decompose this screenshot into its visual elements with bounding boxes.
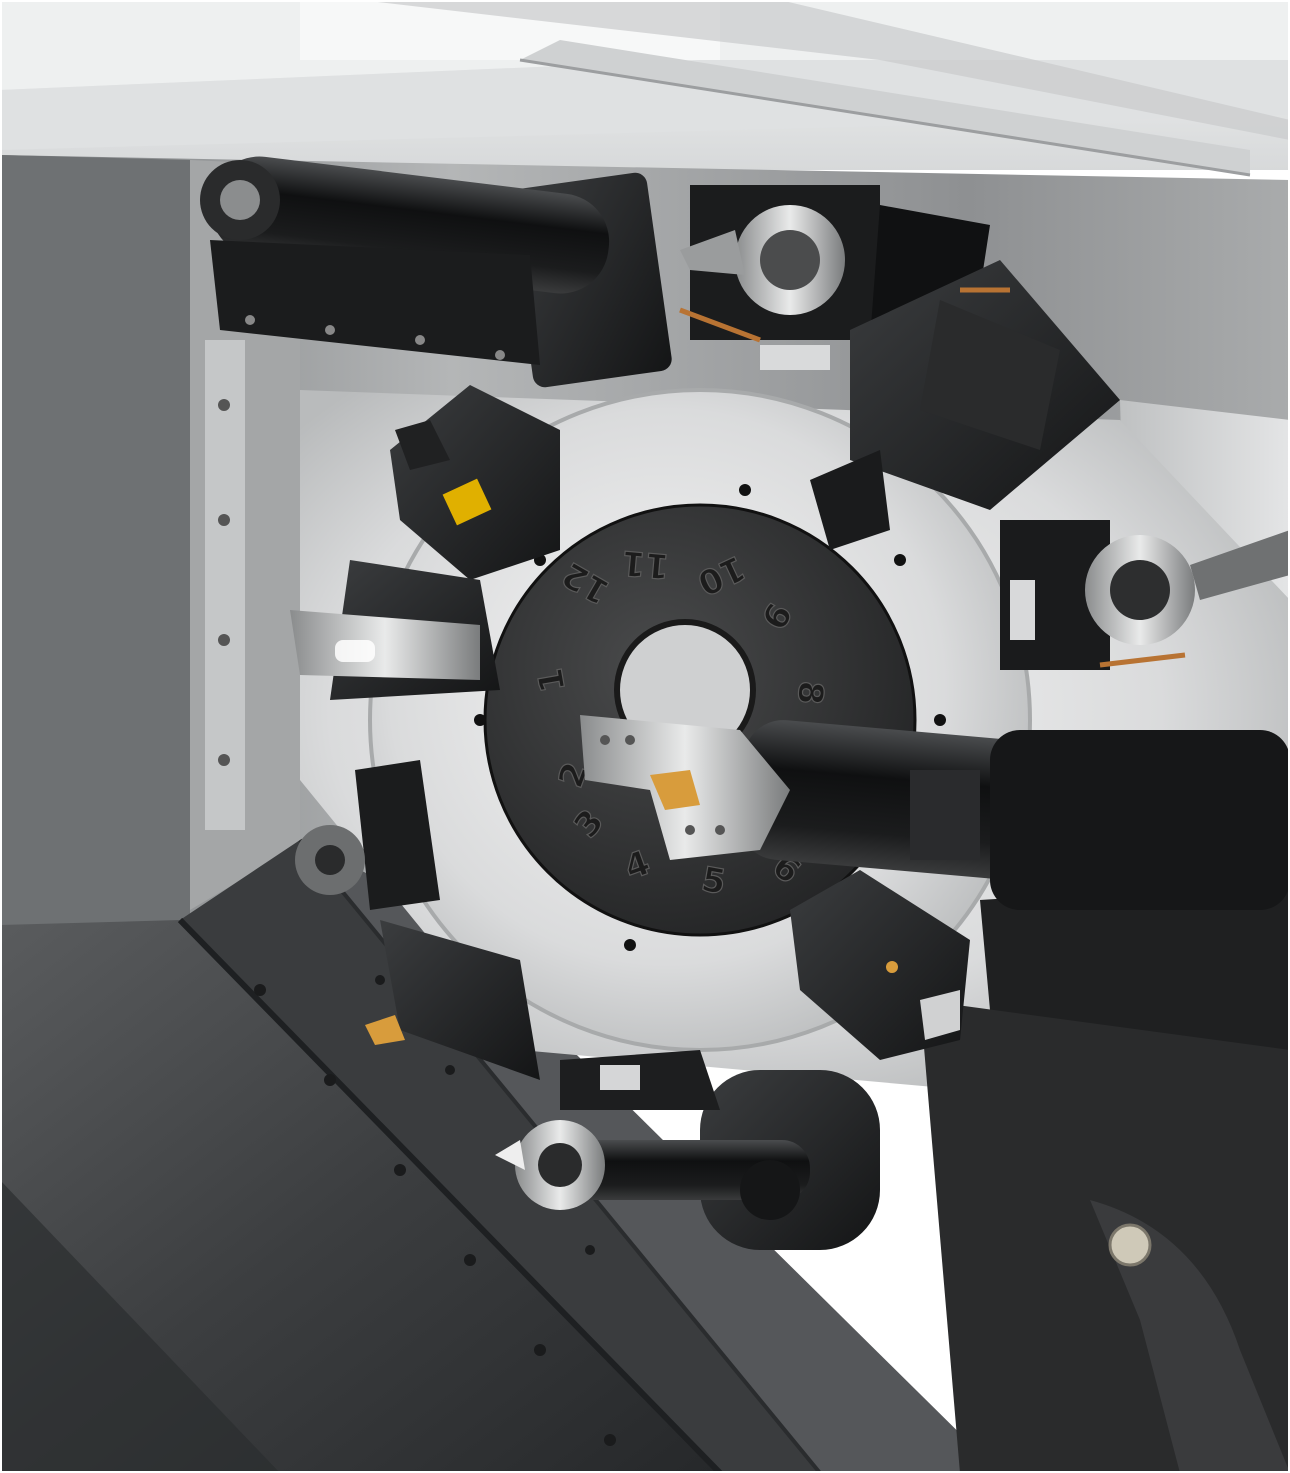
tool-holder-top [508, 172, 990, 388]
tool-holder-right-drill [1000, 520, 1290, 670]
tool-holder-upper-right [810, 260, 1120, 550]
tool-holder-left-lower [295, 760, 540, 1080]
boring-bar-upper [200, 156, 610, 365]
tool-holder-lower-right [790, 870, 970, 1060]
boring-bar-lower [495, 1050, 880, 1250]
tool-holder-left-middle [290, 560, 500, 700]
tool-holder-left-upper [390, 385, 560, 580]
station-number: 11 [620, 542, 671, 586]
boring-bar-center [580, 715, 1290, 910]
station-number: 8 [789, 679, 831, 706]
